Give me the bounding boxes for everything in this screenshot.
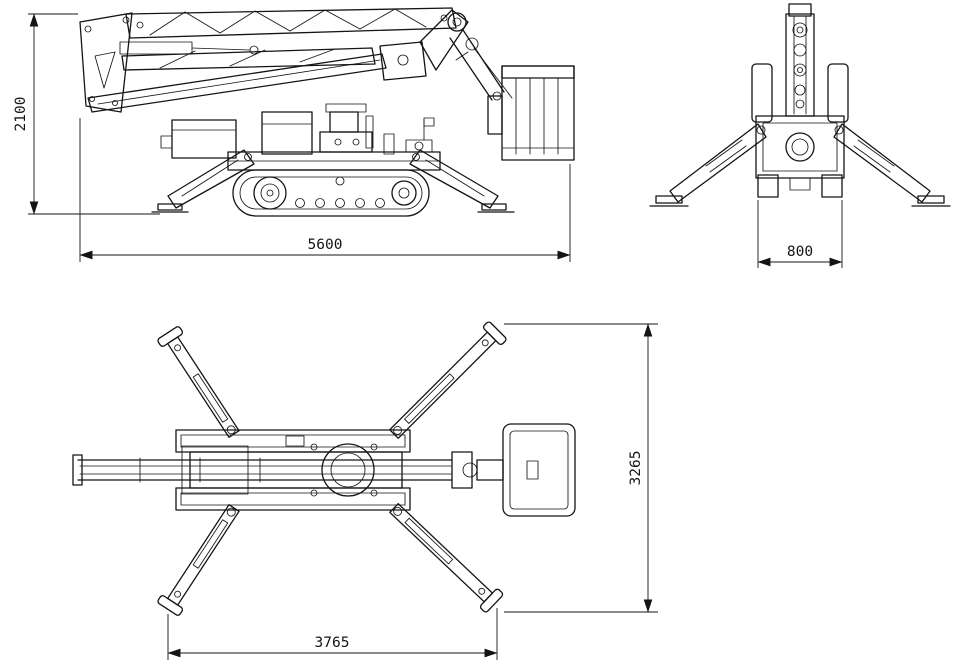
dim-overall-length: 5600 xyxy=(79,118,571,262)
dim-outrigger-span-length-label: 3765 xyxy=(315,635,350,651)
dim-track-width: 800 xyxy=(757,200,843,268)
side-track-undercarriage xyxy=(227,151,441,217)
side-basket xyxy=(487,65,575,161)
side-turret-and-engine xyxy=(160,103,435,159)
front-view: 800 xyxy=(649,3,951,268)
dim-outrigger-span-width-label: 3265 xyxy=(628,451,644,486)
dim-outrigger-span-length: 3765 xyxy=(167,608,498,660)
top-outrigger-rear-right xyxy=(389,502,504,613)
side-boom-assembly xyxy=(79,7,513,113)
top-outrigger-rear-left xyxy=(157,504,240,616)
top-basket xyxy=(502,423,576,517)
side-outriggers xyxy=(151,149,515,213)
front-mast xyxy=(785,3,815,117)
top-chassis xyxy=(175,429,411,511)
dim-overall-height-label: 2100 xyxy=(13,97,29,132)
dim-track-width-label: 800 xyxy=(787,244,813,260)
dim-outrigger-span-width: 3265 xyxy=(504,323,658,613)
top-outrigger-front-left xyxy=(157,326,240,438)
top-boom-stowed xyxy=(72,451,504,489)
dim-overall-length-label: 5600 xyxy=(308,237,343,253)
front-body xyxy=(751,63,849,198)
dim-overall-height: 2100 xyxy=(13,13,160,215)
top-view: 3265 3765 xyxy=(72,321,658,660)
top-outrigger-front-right xyxy=(389,321,507,439)
side-view: 2100 5600 xyxy=(13,7,575,262)
front-outriggers xyxy=(649,123,951,207)
top-outriggers xyxy=(157,321,507,616)
